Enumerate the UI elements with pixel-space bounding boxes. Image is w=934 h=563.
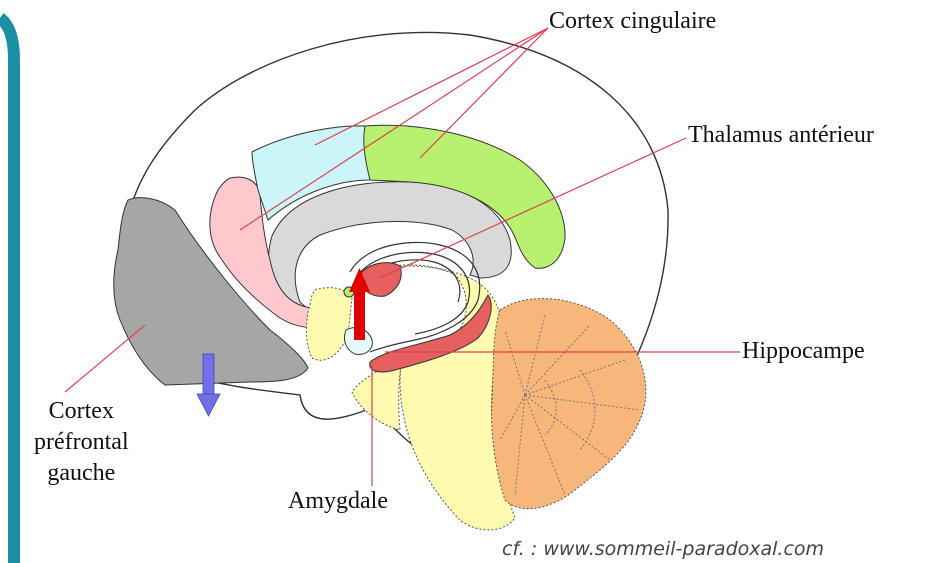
label-cortex-prefrontal-line3: gauche bbox=[34, 458, 129, 489]
source-credit: cf. : www.sommeil-paradoxal.com bbox=[502, 538, 824, 560]
label-thalamus-anterieur: Thalamus antérieur bbox=[688, 120, 874, 151]
label-hippocampe: Hippocampe bbox=[742, 336, 865, 367]
label-cortex-prefrontal-line2: préfrontal bbox=[34, 427, 129, 458]
label-cortex-prefrontal: Cortex préfrontal gauche bbox=[34, 396, 129, 490]
label-cortex-prefrontal-line1: Cortex bbox=[34, 396, 129, 427]
teal-frame bbox=[0, 18, 14, 563]
label-cortex-cingulaire: Cortex cingulaire bbox=[549, 6, 716, 37]
label-amygdale: Amygdale bbox=[288, 486, 388, 517]
